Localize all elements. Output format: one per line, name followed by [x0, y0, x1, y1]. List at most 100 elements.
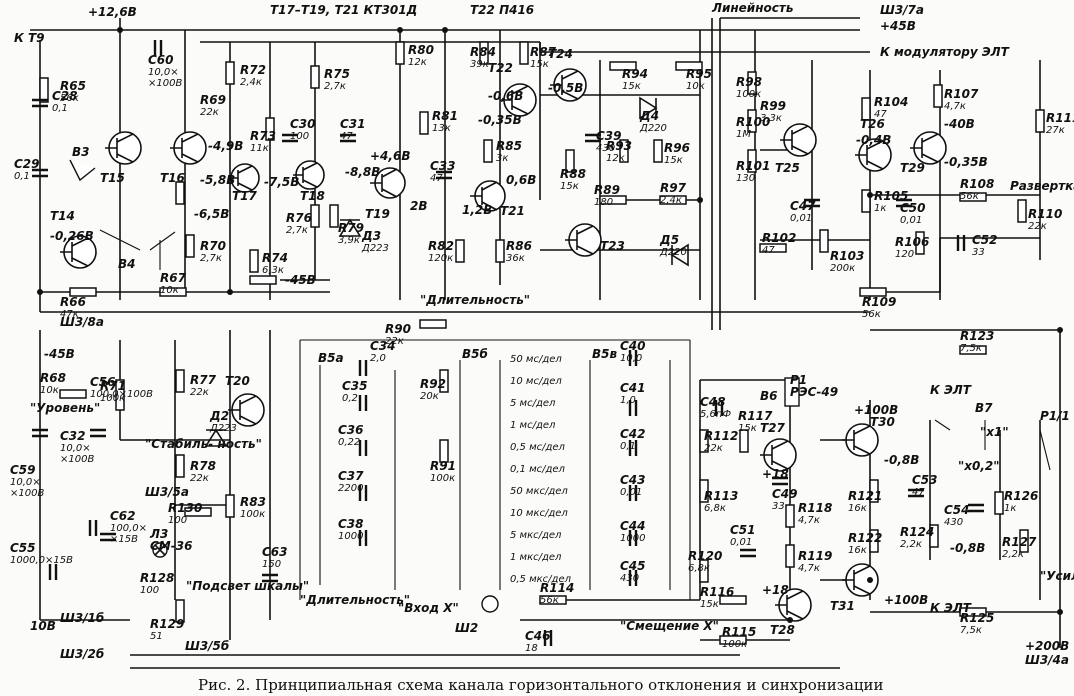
resistor-ref: R113: [704, 489, 738, 503]
capacitor-value: ×100В: [148, 78, 182, 89]
resistor-ref: R116: [700, 585, 734, 599]
transistor-t23: [565, 223, 602, 257]
range-label: 50 мс/дел: [510, 354, 562, 365]
resistor-value: 1к: [874, 203, 886, 214]
capacitor-ref: С39: [596, 129, 622, 143]
range-label: 1 мс/дел: [510, 420, 556, 431]
transistor-t27: [760, 438, 797, 472]
voltage-label: -6,5В: [194, 207, 229, 221]
label-usilenie: "Усиление X": [1040, 569, 1074, 583]
resistor-value: 100к: [722, 639, 747, 650]
label-sh3-2b: Ш3/2б: [60, 647, 104, 661]
transistor-ref: Т19: [365, 207, 390, 221]
resistor-value: 200к: [830, 263, 855, 274]
resistor-ref: R103: [830, 249, 864, 263]
resistor-ref: R117: [738, 409, 773, 423]
label-t22: Т22 П416: [470, 3, 534, 17]
capacitor-ref: С55: [10, 541, 36, 555]
resistor-value: 2,7к: [286, 225, 308, 236]
transistor-t30: [842, 423, 879, 457]
diode-ref: Д2: [209, 409, 229, 423]
capacitor-ref: С60: [148, 53, 174, 67]
resistor-value: 100к: [100, 393, 125, 404]
resistor-value: 22к: [190, 473, 209, 484]
diode-symbols: [204, 96, 689, 447]
relay-contact-label: Р1/1: [1040, 409, 1070, 423]
resistor-value: 10к: [686, 81, 705, 92]
capacitor-value: 430: [620, 573, 639, 584]
resistor-value: 6,3к: [262, 265, 284, 276]
resistor-value: 22к: [1028, 221, 1047, 232]
resistor-ref: R71: [100, 379, 126, 393]
resistor-value: 3,9к: [338, 235, 360, 246]
transistor-t17: [228, 163, 260, 193]
resistor-ref: R120: [688, 549, 722, 563]
resistor-value: 16к: [848, 545, 867, 556]
transistor-ref: Т22: [488, 61, 513, 75]
resistor-value: 2,2к: [900, 539, 922, 550]
resistor-ref: R107: [944, 87, 979, 101]
resistor-ref: R114: [540, 581, 574, 595]
label-x1: "х1": [980, 425, 1009, 439]
capacitor-ref: С63: [262, 545, 288, 559]
range-label: 0,1 мс/дел: [510, 464, 566, 475]
voltage-label: -0,5В: [548, 81, 583, 95]
capacitor-value: 33: [772, 501, 785, 512]
voltage-label: -0,6В: [488, 89, 523, 103]
resistor-value: 2,7к: [324, 81, 346, 92]
capacitor-ref: С31: [340, 117, 366, 131]
resistor-ref: R130: [168, 501, 202, 515]
capacitor-value: 10,0: [620, 353, 642, 364]
voltage-label: -0,35В: [478, 113, 522, 127]
resistor-value: 4,7к: [944, 101, 966, 112]
capacitor-ref: С32: [60, 429, 86, 443]
resistor-value: 10к: [40, 385, 59, 396]
capacitor-ref: С34: [370, 339, 396, 353]
voltage-label: -4,9В: [208, 139, 243, 153]
resistor-value: 20к: [420, 391, 439, 402]
resistor-ref: R88: [560, 167, 586, 181]
resistor-value: 120: [895, 249, 914, 260]
resistor-value: 12к: [408, 57, 427, 68]
resistor-ref: R98: [736, 75, 762, 89]
range-label: 0,5 мкс/дел: [510, 574, 572, 585]
resistor-ref: R104: [874, 95, 908, 109]
resistor-value: 11к: [250, 143, 269, 154]
voltage-label: +18: [762, 467, 789, 481]
resistor-value: 22к: [190, 387, 209, 398]
transistor-t26: [855, 138, 892, 172]
resistor-value: 56к: [60, 93, 79, 104]
capacitor-value: 1000: [620, 533, 645, 544]
range-label: 1 мкс/дел: [510, 552, 562, 563]
resistor-value: 15к: [530, 59, 549, 70]
resistor-ref: R68: [40, 371, 66, 385]
resistor-ref: R122: [848, 531, 882, 545]
resistor-ref: R111: [1046, 111, 1074, 125]
resistor-value: 4,7к: [798, 563, 820, 574]
voltage-label: -0,26В: [50, 229, 94, 243]
resistor-value: 22к: [200, 107, 219, 118]
resistor-symbols: [39, 41, 1045, 645]
capacitor-value: 430: [944, 517, 963, 528]
diode-ref: Д4: [639, 109, 659, 123]
resistor-value: 15к: [700, 599, 719, 610]
transistor-ref: Т24: [548, 47, 573, 61]
transistor-ref: Т26: [860, 117, 885, 131]
resistor-ref: R121: [848, 489, 882, 503]
resistor-ref: R72: [240, 63, 266, 77]
resistor-ref: R82: [428, 239, 454, 253]
resistor-value: 2,7к: [200, 253, 222, 264]
capacitor-value: 150: [262, 559, 281, 570]
resistor-ref: R105: [874, 189, 908, 203]
resistor-value: 7,5к: [960, 343, 982, 354]
resistor-value: 2,4к: [240, 77, 262, 88]
capacitor-value: 2200: [338, 483, 363, 494]
voltage-label: -0,35В: [944, 155, 988, 169]
label-stabilnost: "Стабиль- ность": [145, 437, 262, 451]
label-k-elt-2: К ЭЛТ: [930, 601, 972, 615]
resistor-ref: R115: [722, 625, 756, 639]
capacitor-ref: С62: [110, 509, 136, 523]
capacitor-value: 10,0×: [148, 67, 179, 78]
label-x02: "х0,2": [958, 459, 1000, 473]
